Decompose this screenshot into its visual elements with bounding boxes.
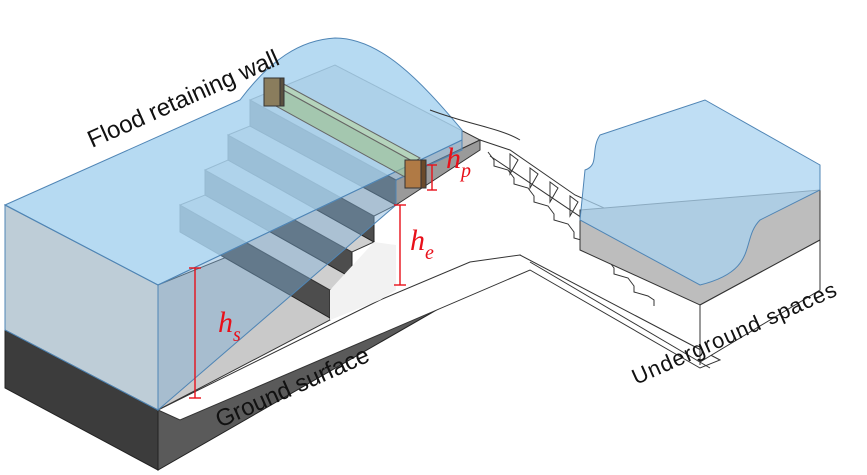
flood-water bbox=[3, 37, 521, 412]
lower-right-wall bbox=[330, 205, 396, 320]
water-surface-edge bbox=[429, 109, 521, 141]
gate-post-near bbox=[404, 159, 422, 189]
flood-retaining-wall bbox=[263, 77, 427, 189]
flood-water-right bbox=[157, 139, 463, 412]
flood-water-surface bbox=[3, 37, 463, 286]
ground-lower-white bbox=[156, 254, 722, 421]
gate-post-far bbox=[263, 77, 281, 107]
symbol-he: he bbox=[410, 224, 434, 264]
dimension-lines bbox=[189, 164, 437, 399]
underground-water-body bbox=[579, 99, 821, 286]
underground-water bbox=[579, 99, 821, 286]
symbol-hp: hp bbox=[446, 142, 471, 182]
symbol-hs: hs bbox=[218, 306, 241, 346]
stair-sawtooth bbox=[487, 151, 655, 306]
